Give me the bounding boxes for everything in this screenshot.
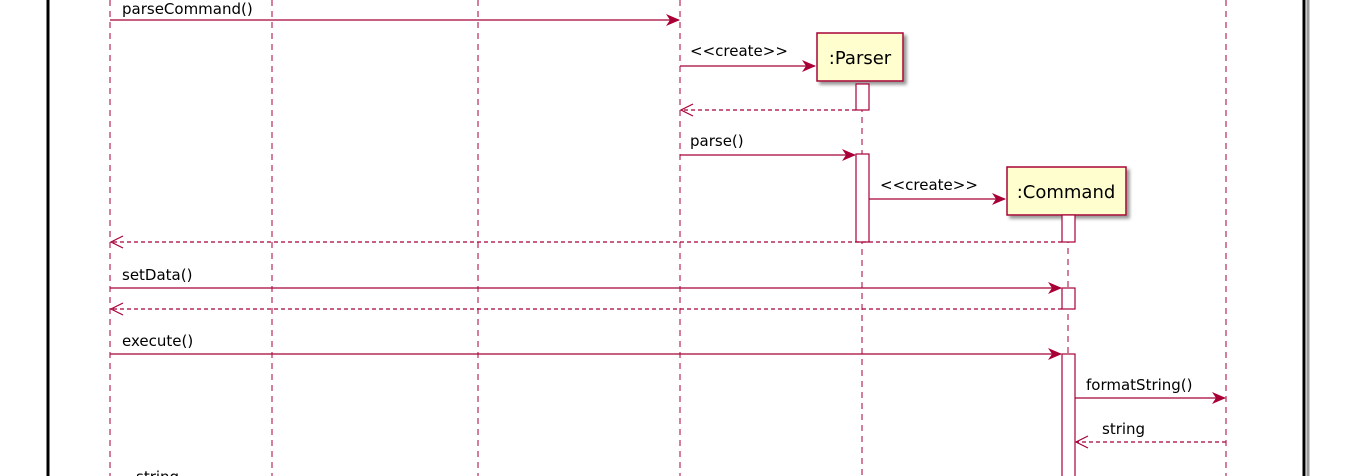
activation-parser-1 — [855, 83, 870, 111]
participant-parser: :Parser — [816, 32, 904, 82]
participant-command: :Command — [1006, 166, 1127, 216]
return-arrowhead — [109, 235, 124, 249]
participant-label: :Command — [1017, 182, 1116, 203]
message-label-create-command: <<create>> — [880, 176, 978, 194]
message-label-return-string-final: string — [136, 468, 179, 476]
message-label-parsecommand: parseCommand() — [122, 0, 253, 18]
lifelines — [109, 0, 1227, 476]
return-arrowhead — [1074, 435, 1089, 449]
participant-box — [1006, 166, 1127, 216]
activation-command-1 — [1061, 214, 1076, 243]
message-label-execute: execute() — [122, 332, 193, 350]
messages — [109, 14, 1226, 449]
participant-label: :Parser — [829, 48, 892, 69]
activation-parser-2 — [855, 153, 870, 243]
message-label-parse: parse() — [690, 132, 744, 150]
message-label-setdata: setData() — [122, 266, 192, 284]
return-arrowhead — [679, 103, 694, 117]
message-label-create-parser: <<create>> — [690, 42, 788, 60]
activation-command-2 — [1061, 287, 1076, 310]
message-label-formatstring: formatString() — [1086, 376, 1193, 394]
return-arrowhead — [109, 302, 124, 316]
participant-box — [816, 32, 904, 82]
message-label-return-string: string — [1102, 420, 1145, 438]
message-labels: parseCommand() <<create>> parse() <<crea… — [122, 0, 1193, 476]
activations — [855, 83, 1076, 476]
activation-command-3 — [1061, 353, 1076, 476]
